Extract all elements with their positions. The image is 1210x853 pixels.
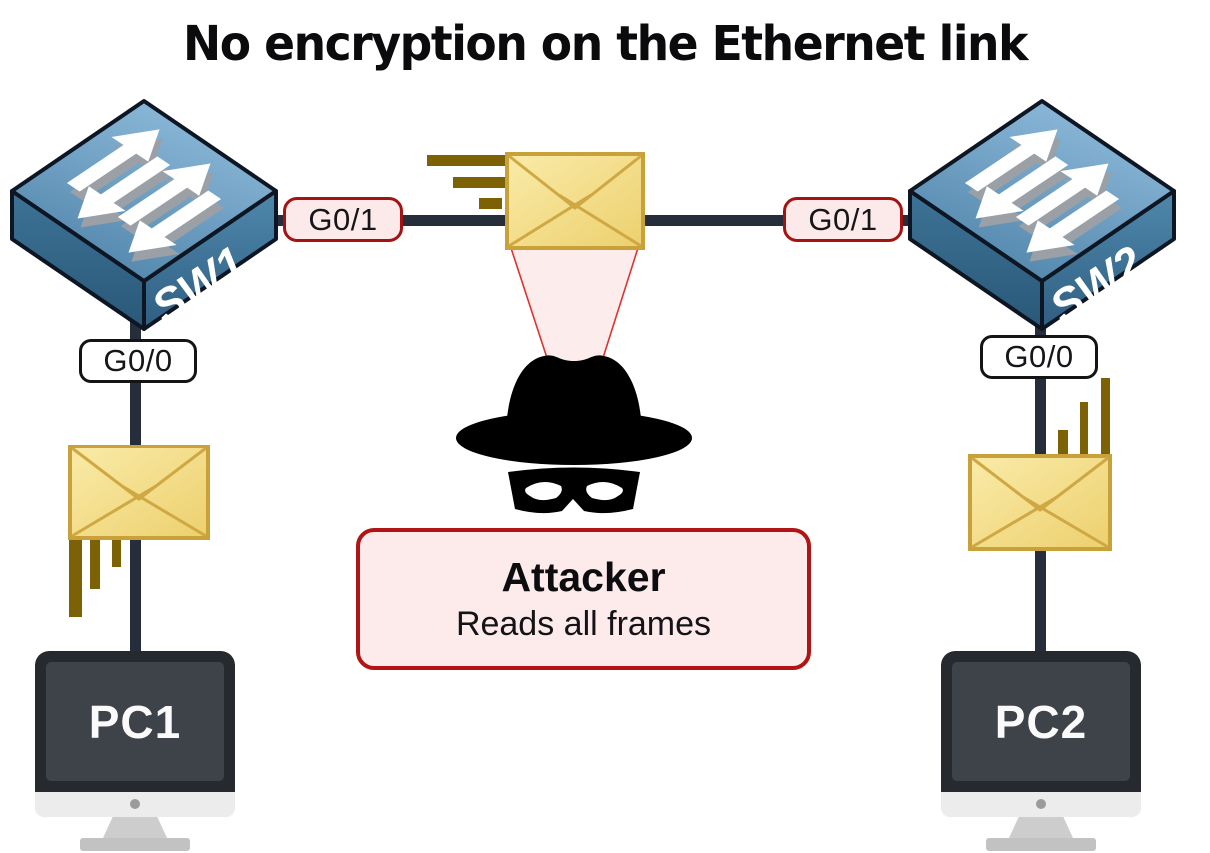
speed-lines-icon [69, 540, 121, 617]
frame-envelope-pc2-icon [968, 378, 1112, 551]
monitor-stand [1009, 817, 1073, 838]
attacker-callout: Attacker Reads all frames [356, 528, 811, 670]
port-label-sw1-g00: G0/0 [79, 339, 197, 383]
monitor-screen: PC2 [952, 662, 1130, 781]
speed-lines-icon [1058, 378, 1110, 470]
attacker-callout-subtitle: Reads all frames [455, 605, 712, 643]
frame-envelope-pc1-icon [68, 445, 210, 617]
port-label-sw2-g01: G0/1 [783, 197, 903, 242]
monitor-base [80, 838, 190, 851]
pc2-icon: PC2 [941, 651, 1141, 852]
switch-sw2-icon: SW2 [908, 99, 1176, 334]
monitor-icon: PC2 [941, 651, 1141, 817]
monitor-button-icon [1036, 799, 1046, 809]
attacker-callout-title: Attacker [501, 554, 666, 600]
switch-sw1-icon: SW1 [10, 99, 278, 334]
sniffing-cone [510, 247, 639, 362]
monitor-stand [103, 817, 167, 838]
diagram-title: No encryption on the Ethernet link [183, 16, 1028, 72]
monitor-screen: PC1 [46, 662, 224, 781]
pc1-icon: PC1 [35, 651, 235, 852]
monitor-button-icon [130, 799, 140, 809]
port-label-sw2-g00: G0/0 [980, 335, 1098, 379]
monitor-base [986, 838, 1096, 851]
port-label-sw1-g01: G0/1 [283, 197, 403, 242]
attacker-spy-icon [456, 355, 692, 514]
frame-envelope-trunk-icon [427, 152, 645, 250]
pc1-label: PC1 [88, 695, 182, 748]
pc2-label: PC2 [994, 695, 1088, 748]
monitor-icon: PC1 [35, 651, 235, 817]
speed-lines-icon [427, 155, 505, 209]
